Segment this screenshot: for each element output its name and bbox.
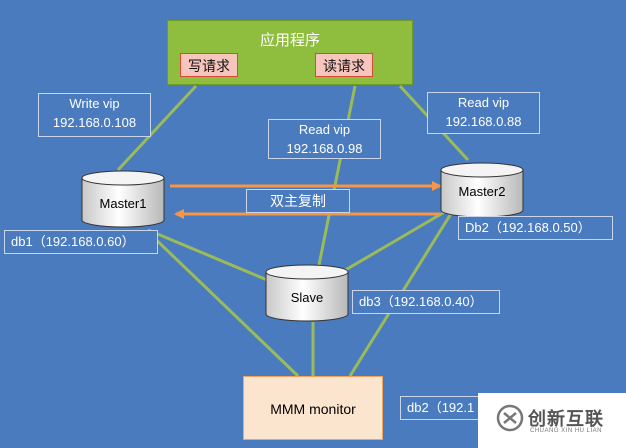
line-master1-to-slave	[147, 228, 273, 284]
line-read-to-slave	[316, 85, 357, 271]
write-vip-name: Write vip	[69, 96, 120, 111]
write-request-box: 写请求	[180, 53, 238, 77]
brand-logo-icon	[496, 404, 524, 432]
slave-db: Slave	[265, 264, 349, 322]
db1-label: db1（192.168.0.60）	[4, 230, 158, 254]
slave-name: Slave	[290, 290, 324, 305]
read-vip-right-name: Read vip	[457, 95, 510, 110]
read-vip-label-center: Read vip 192.168.0.98	[268, 119, 381, 159]
line-write-to-master1	[116, 84, 198, 172]
database-icon	[265, 264, 349, 322]
master1-db: Master1	[81, 170, 165, 228]
db3-label: db3（192.168.0.40）	[352, 290, 500, 314]
mmm-monitor-box: MMM monitor	[243, 376, 383, 440]
db2-label: Db2（192.168.0.50）	[458, 216, 613, 240]
read-vip-center-name: Read vip	[298, 122, 351, 137]
write-vip-ip: 192.168.0.108	[52, 115, 137, 130]
master1-name: Master1	[99, 196, 147, 211]
application-box: 应用程序 写请求 读请求	[167, 20, 413, 85]
read-request-box: 读请求	[315, 53, 373, 77]
database-icon	[440, 162, 524, 218]
replication-label: 双主复制	[246, 189, 350, 213]
read-vip-center-ip: 192.168.0.98	[286, 141, 363, 156]
watermark: 创新互联 CHUANG XIN HU LIAN	[478, 393, 626, 448]
write-vip-label: Write vip 192.168.0.108	[38, 93, 151, 137]
read-vip-label-right: Read vip 192.168.0.88	[427, 92, 540, 134]
master2-db: Master2	[440, 162, 524, 218]
line-master2-to-slave	[341, 208, 449, 274]
watermark-subtext: CHUANG XIN HU LIAN	[530, 428, 603, 434]
watermark-text: 创新互联	[528, 409, 604, 429]
master2-name: Master2	[458, 184, 506, 199]
read-vip-right-ip: 192.168.0.88	[445, 114, 522, 129]
line-master1-to-monitor	[146, 230, 300, 378]
application-title: 应用程序	[259, 32, 320, 49]
database-icon	[81, 170, 165, 228]
